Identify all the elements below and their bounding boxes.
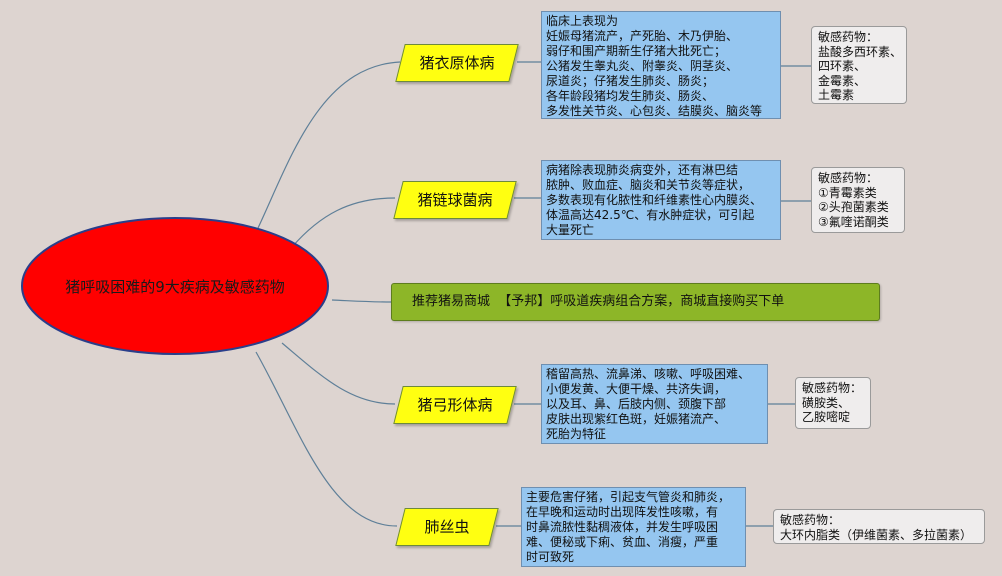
desc-line: 弱仔和围产期新生仔猪大批死亡； (546, 44, 727, 58)
topic-chlamydia[interactable]: 猪衣原体病 (395, 44, 519, 82)
drugs-chlamydia: 敏感药物： 盐酸多西环素、 四环素、 金霉素、 土霉素 (811, 26, 907, 104)
desc-line: 多数表现有化脓性和纤维素性心内膜炎、 (546, 193, 763, 207)
drug-line: ③氟喹诺酮类 (818, 214, 889, 229)
desc-line: 病猪除表现肺炎病变外，还有淋巴结 (546, 163, 739, 177)
desc-line: 大量死亡 (546, 223, 595, 237)
drugs-lungworm: 敏感药物： 大环内脂类（伊维菌素、多拉菌素） (773, 509, 985, 544)
topic-streptococcus[interactable]: 猪链球菌病 (393, 181, 517, 219)
desc-line: 尿道炎；仔猪发生肺炎、肠炎； (546, 74, 715, 88)
desc-line: 死胎为特征 (546, 427, 607, 441)
drug-line: 敏感药物： (780, 513, 841, 527)
desc-lungworm: 主要危害仔猪，引起支气管炎和肺炎， 在早晚和运动时出现阵发性咳嗽，有 时鼻流脓性… (521, 487, 746, 567)
drug-line: 大环内脂类（伊维菌素、多拉菌素） (780, 527, 973, 542)
desc-line: 难、便秘或下痢、贫血、消瘦，严重 (526, 535, 719, 549)
drug-line: ②头孢菌素类 (818, 200, 889, 214)
desc-toxoplasma: 稽留高热、流鼻涕、咳嗽、呼吸困难、 小便发黄、大便干燥、共济失调， 以及耳、鼻、… (541, 364, 768, 444)
desc-line: 体温高达42.5℃、有水肿症状，可引起 (546, 208, 755, 222)
drug-line: 乙胺嘧啶 (802, 410, 851, 424)
desc-line: 稽留高热、流鼻涕、咳嗽、呼吸困难、 (546, 367, 751, 381)
desc-line: 以及耳、鼻、后肢内侧、颈腹下部 (546, 397, 727, 411)
root-topic[interactable]: 猪呼吸困难的9大疾病及敏感药物 (20, 216, 330, 356)
topic-toxoplasma-label: 猪弓形体病 (417, 396, 493, 414)
desc-line: 主要危害仔猪，引起支气管炎和肺炎， (526, 490, 731, 504)
drug-line: 敏感药物： (818, 30, 879, 44)
drug-line: 磺胺类、 (802, 395, 851, 410)
topic-lungworm[interactable]: 肺丝虫 (395, 508, 499, 546)
link-root-topic2 (291, 197, 396, 248)
desc-line: 临床上表现为 (546, 14, 619, 28)
link-root-topic1 (257, 61, 401, 229)
root-ellipse (21, 217, 329, 355)
drugs-streptococcus: 敏感药物： ①青霉素类 ②头孢菌素类 ③氟喹诺酮类 (811, 167, 905, 233)
drug-line: 盐酸多西环素、 (818, 44, 903, 59)
desc-chlamydia: 临床上表现为 妊娠母猪流产，产死胎、木乃伊胎、 弱仔和围产期新生仔猪大批死亡； … (541, 11, 781, 119)
drug-line: 敏感药物： (818, 171, 879, 185)
topic-chlamydia-label: 猪衣原体病 (419, 54, 495, 72)
desc-line: 妊娠母猪流产，产死胎、木乃伊胎、 (546, 29, 739, 43)
desc-line: 时可致死 (526, 550, 575, 564)
desc-line: 各年龄段猪均发生肺炎、肠炎、 (546, 89, 715, 103)
topic-streptococcus-label: 猪链球菌病 (417, 191, 493, 209)
desc-line: 公猪发生睾丸炎、附睾炎、阴茎炎、 (546, 59, 739, 73)
desc-line: 皮肤出现紫红色斑，妊娠猪流产、 (546, 412, 727, 426)
desc-line: 在早晚和运动时出现阵发性咳嗽，有 (526, 505, 719, 519)
link-root-topic4 (255, 351, 398, 527)
desc-line: 多发性关节炎、心包炎、结膜炎、脑炎等 (546, 104, 763, 118)
link-root-promo (331, 299, 392, 303)
desc-line: 小便发黄、大便干燥、共济失调， (546, 382, 727, 396)
root-title: 猪呼吸困难的9大疾病及敏感药物 (65, 277, 285, 296)
desc-streptococcus: 病猪除表现肺炎病变外，还有淋巴结 脓肿、败血症、脑炎和关节炎等症状， 多数表现有… (541, 160, 781, 240)
drug-line: 金霉素、 (818, 73, 867, 88)
topic-lungworm-label: 肺丝虫 (424, 518, 470, 536)
drugs-toxoplasma: 敏感药物： 磺胺类、 乙胺嘧啶 (795, 377, 871, 429)
link-root-topic3 (281, 342, 396, 405)
drug-line: ①青霉素类 (818, 185, 877, 200)
desc-line: 脓肿、败血症、脑炎和关节炎等症状， (546, 178, 751, 192)
promo-banner[interactable]: 推荐猪易商城 【予邦】呼吸道疾病组合方案，商城直接购买下单 (391, 283, 880, 321)
desc-line: 时鼻流脓性黏稠液体，并发生呼吸困 (526, 520, 719, 534)
topic-toxoplasma[interactable]: 猪弓形体病 (393, 386, 517, 424)
drug-line: 四环素、 (818, 59, 867, 73)
drug-line: 敏感药物： (802, 381, 863, 395)
drug-line: 土霉素 (818, 88, 855, 102)
